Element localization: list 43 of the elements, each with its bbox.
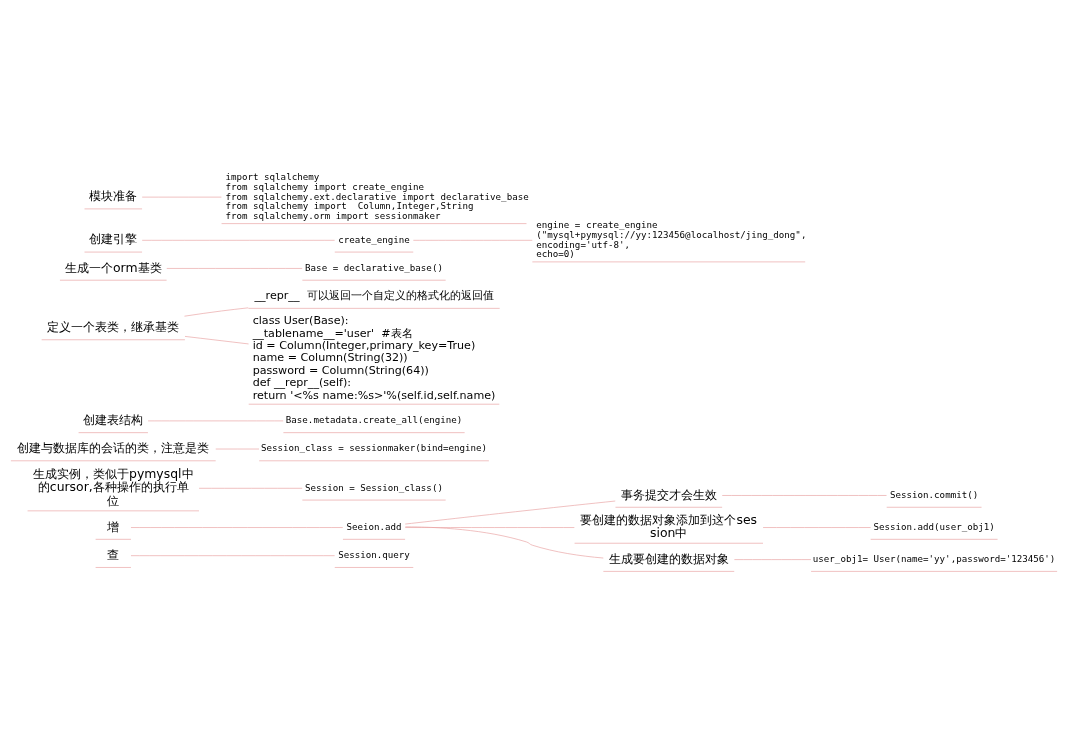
node-text: 模块准备 (89, 187, 138, 203)
connector (184, 335, 249, 344)
node-text: 生成要创建的数据对象 (608, 550, 729, 566)
connector (166, 267, 303, 269)
connector (141, 196, 222, 197)
node-text: Seeion.add (346, 520, 402, 532)
node-text: user_obj1= User(name='yy',password='123456') (812, 552, 1056, 564)
node-text: Session = Session_class() (305, 481, 443, 493)
node-text: Session_class = sessionmaker(bind=engine) (261, 441, 488, 453)
node-text: Session.query (338, 548, 410, 560)
node-text: 增 (107, 518, 120, 534)
connector (404, 500, 616, 524)
connector (413, 239, 533, 241)
connector (405, 525, 604, 558)
node-text: Session.add(user_obj1) (873, 520, 995, 532)
connector (215, 448, 260, 449)
connector (130, 526, 344, 528)
node-text: __repr__ 可以返回一个自定义的格式化的返回值 (254, 288, 494, 302)
node-text: 生成一个orm基类 (64, 259, 162, 275)
connector (184, 307, 249, 316)
connector (721, 494, 887, 496)
node-text: 事务提交才会生效 (620, 486, 717, 502)
node-text: 生成实例，类似于pymysql中的cursor,各种操作的执行单位 (33, 465, 194, 508)
node-text: Base = declarative_base() (305, 261, 443, 273)
node-text: 查 (107, 546, 120, 562)
connector (147, 420, 284, 421)
connector (198, 487, 303, 489)
node-text: import sqlalchemy from sqlalchemy import create_engine from sqlalchemy.ext.declarative import declarative_base from sqlalchemy import Column,Integer,String from sqlalchemy.orm import sessionmaker (225, 170, 529, 221)
node-text: 创建引擎 (89, 230, 138, 246)
node-text: Base.metadata.create_all(engine) (285, 413, 463, 425)
node-text: Session.commit() (890, 488, 979, 500)
node-text: 创建表结构 (83, 411, 144, 427)
node-text: class User(Base): __tablename__='user' #表名 id = Column(Integer,primary_key=True) name = Column(String(32)) password = Column(String(64)) def __repr__(self): return '<%s name:%s>'%(self.id,self.name) (252, 313, 496, 402)
node-text: create_engine (338, 233, 410, 245)
connector (762, 526, 871, 528)
connector (734, 558, 812, 560)
node-text: 定义一个表类，继承基类 (47, 318, 180, 334)
connector (141, 239, 335, 241)
node-text: 创建与数据库的会话的类，注意是类 (17, 439, 210, 455)
connector (404, 526, 575, 528)
connector (130, 554, 335, 556)
node-text: engine = create_engine ("mysql+pymysql://yy:123456@localhost/jing_dong", encoding='utf-8', echo=0) (536, 218, 807, 259)
node-text: 要创建的数据对象添加到这个session中 (580, 511, 758, 540)
